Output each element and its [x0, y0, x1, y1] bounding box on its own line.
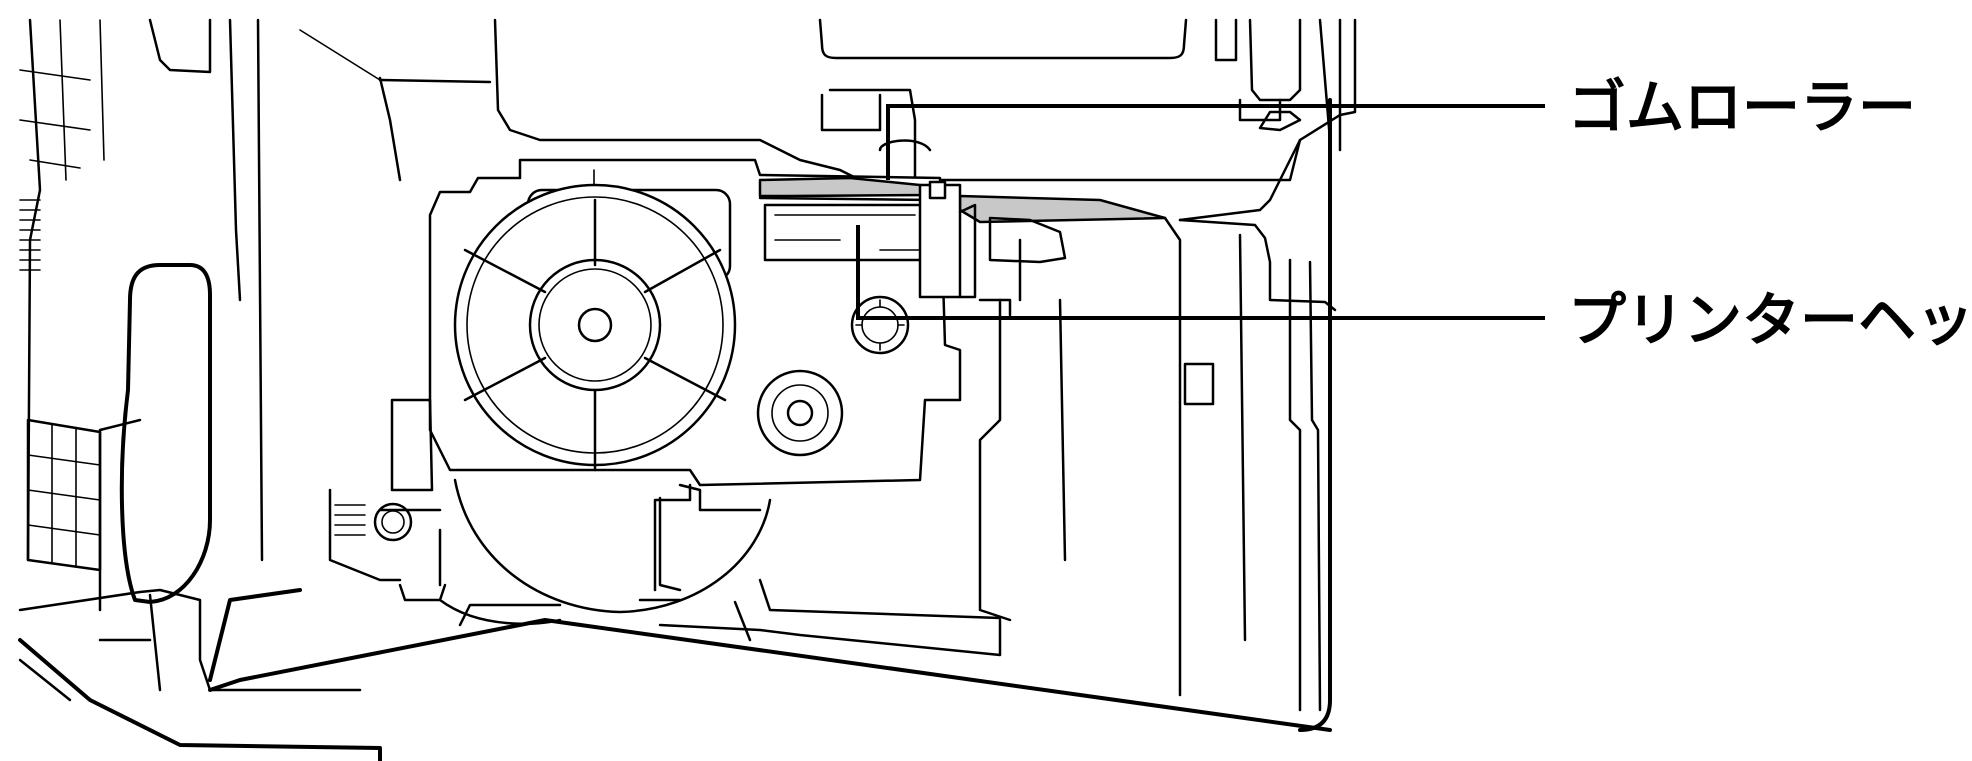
print-head-leader	[856, 225, 1545, 320]
upper-body	[378, 18, 1357, 222]
callout-leaders	[856, 104, 1545, 320]
print-head	[763, 203, 927, 262]
lower-fixtures	[328, 398, 772, 614]
left-housing	[18, 18, 382, 761]
print-mechanism	[758, 176, 1167, 317]
right-square-slot	[1183, 362, 1215, 406]
right-housing	[978, 98, 1337, 732]
ribbon-spool	[850, 295, 910, 355]
take-up-spool	[756, 369, 844, 457]
tape-reel	[453, 183, 737, 472]
base-tray	[208, 578, 1332, 732]
left-vent-grid	[26, 418, 102, 572]
rubber-roller-leader	[886, 104, 1545, 180]
rubber-roller-label: ゴムローラー	[1568, 73, 1916, 141]
print-head-label: プリンターヘッド	[1568, 286, 1972, 354]
left-ribbed-strip	[19, 199, 41, 271]
roller-housing	[820, 88, 932, 182]
